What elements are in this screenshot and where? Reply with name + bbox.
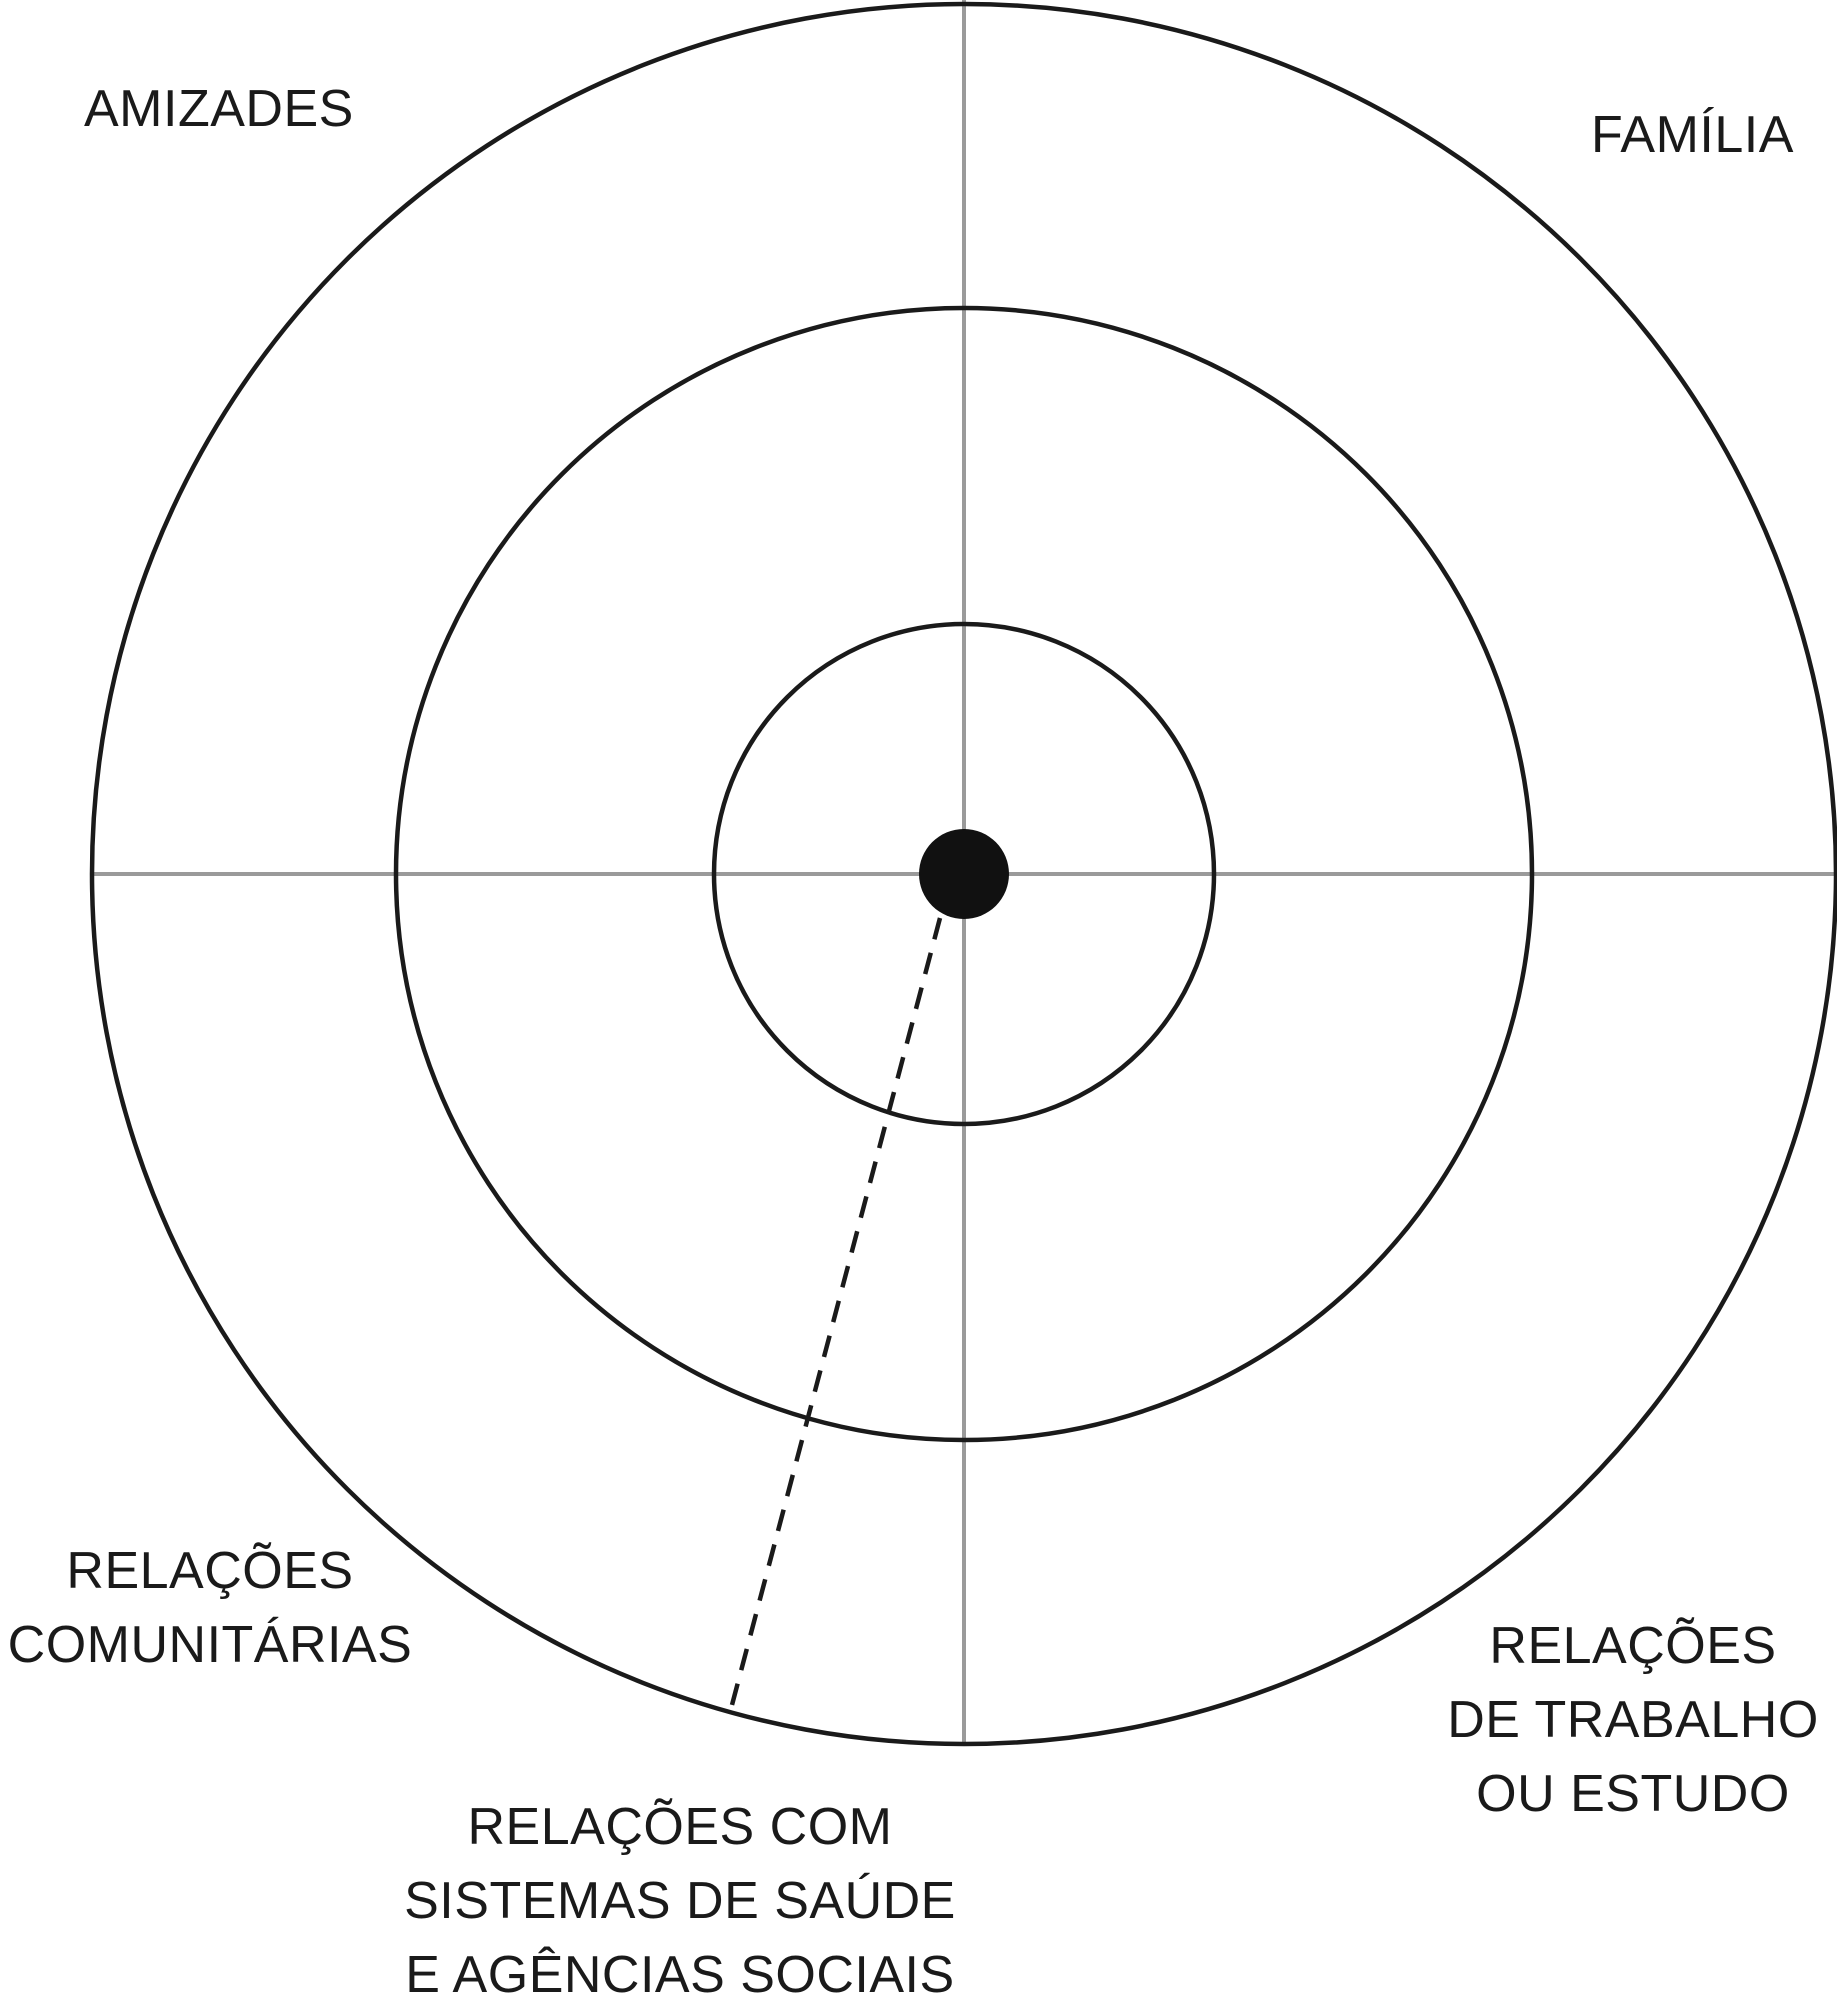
label-line: RELAÇÕES COM [467,1798,893,1856]
label-line: RELAÇÕES [1489,1617,1777,1675]
label-relacoes-trabalho: RELAÇÕES DE TRABALHO OU ESTUDO [1430,1609,1836,1831]
label-line: RELAÇÕES [66,1542,354,1600]
label-line: COMUNITÁRIAS [7,1616,413,1674]
outer-circle [90,2,1837,1746]
dashed-radius [729,917,943,1706]
label-line: AMIZADES [84,80,354,138]
label-familia: FAMÍLIA [1591,98,1794,172]
label-amizades: AMIZADES [84,72,354,146]
label-line: FAMÍLIA [1591,106,1794,164]
label-line: OU ESTUDO [1476,1765,1790,1823]
center-dot [919,829,1009,919]
label-relacoes-comunitarias: RELAÇÕES COMUNITÁRIAS [0,1534,420,1682]
label-line: SISTEMAS DE SAÚDE [404,1872,956,1930]
label-relacoes-saude: RELAÇÕES COM SISTEMAS DE SAÚDE E AGÊNCIA… [380,1790,980,2012]
middle-circle [393,305,1535,1443]
label-line: DE TRABALHO [1447,1691,1819,1749]
label-line: E AGÊNCIAS SOCIAIS [405,1946,955,2004]
inner-circle [711,621,1217,1127]
